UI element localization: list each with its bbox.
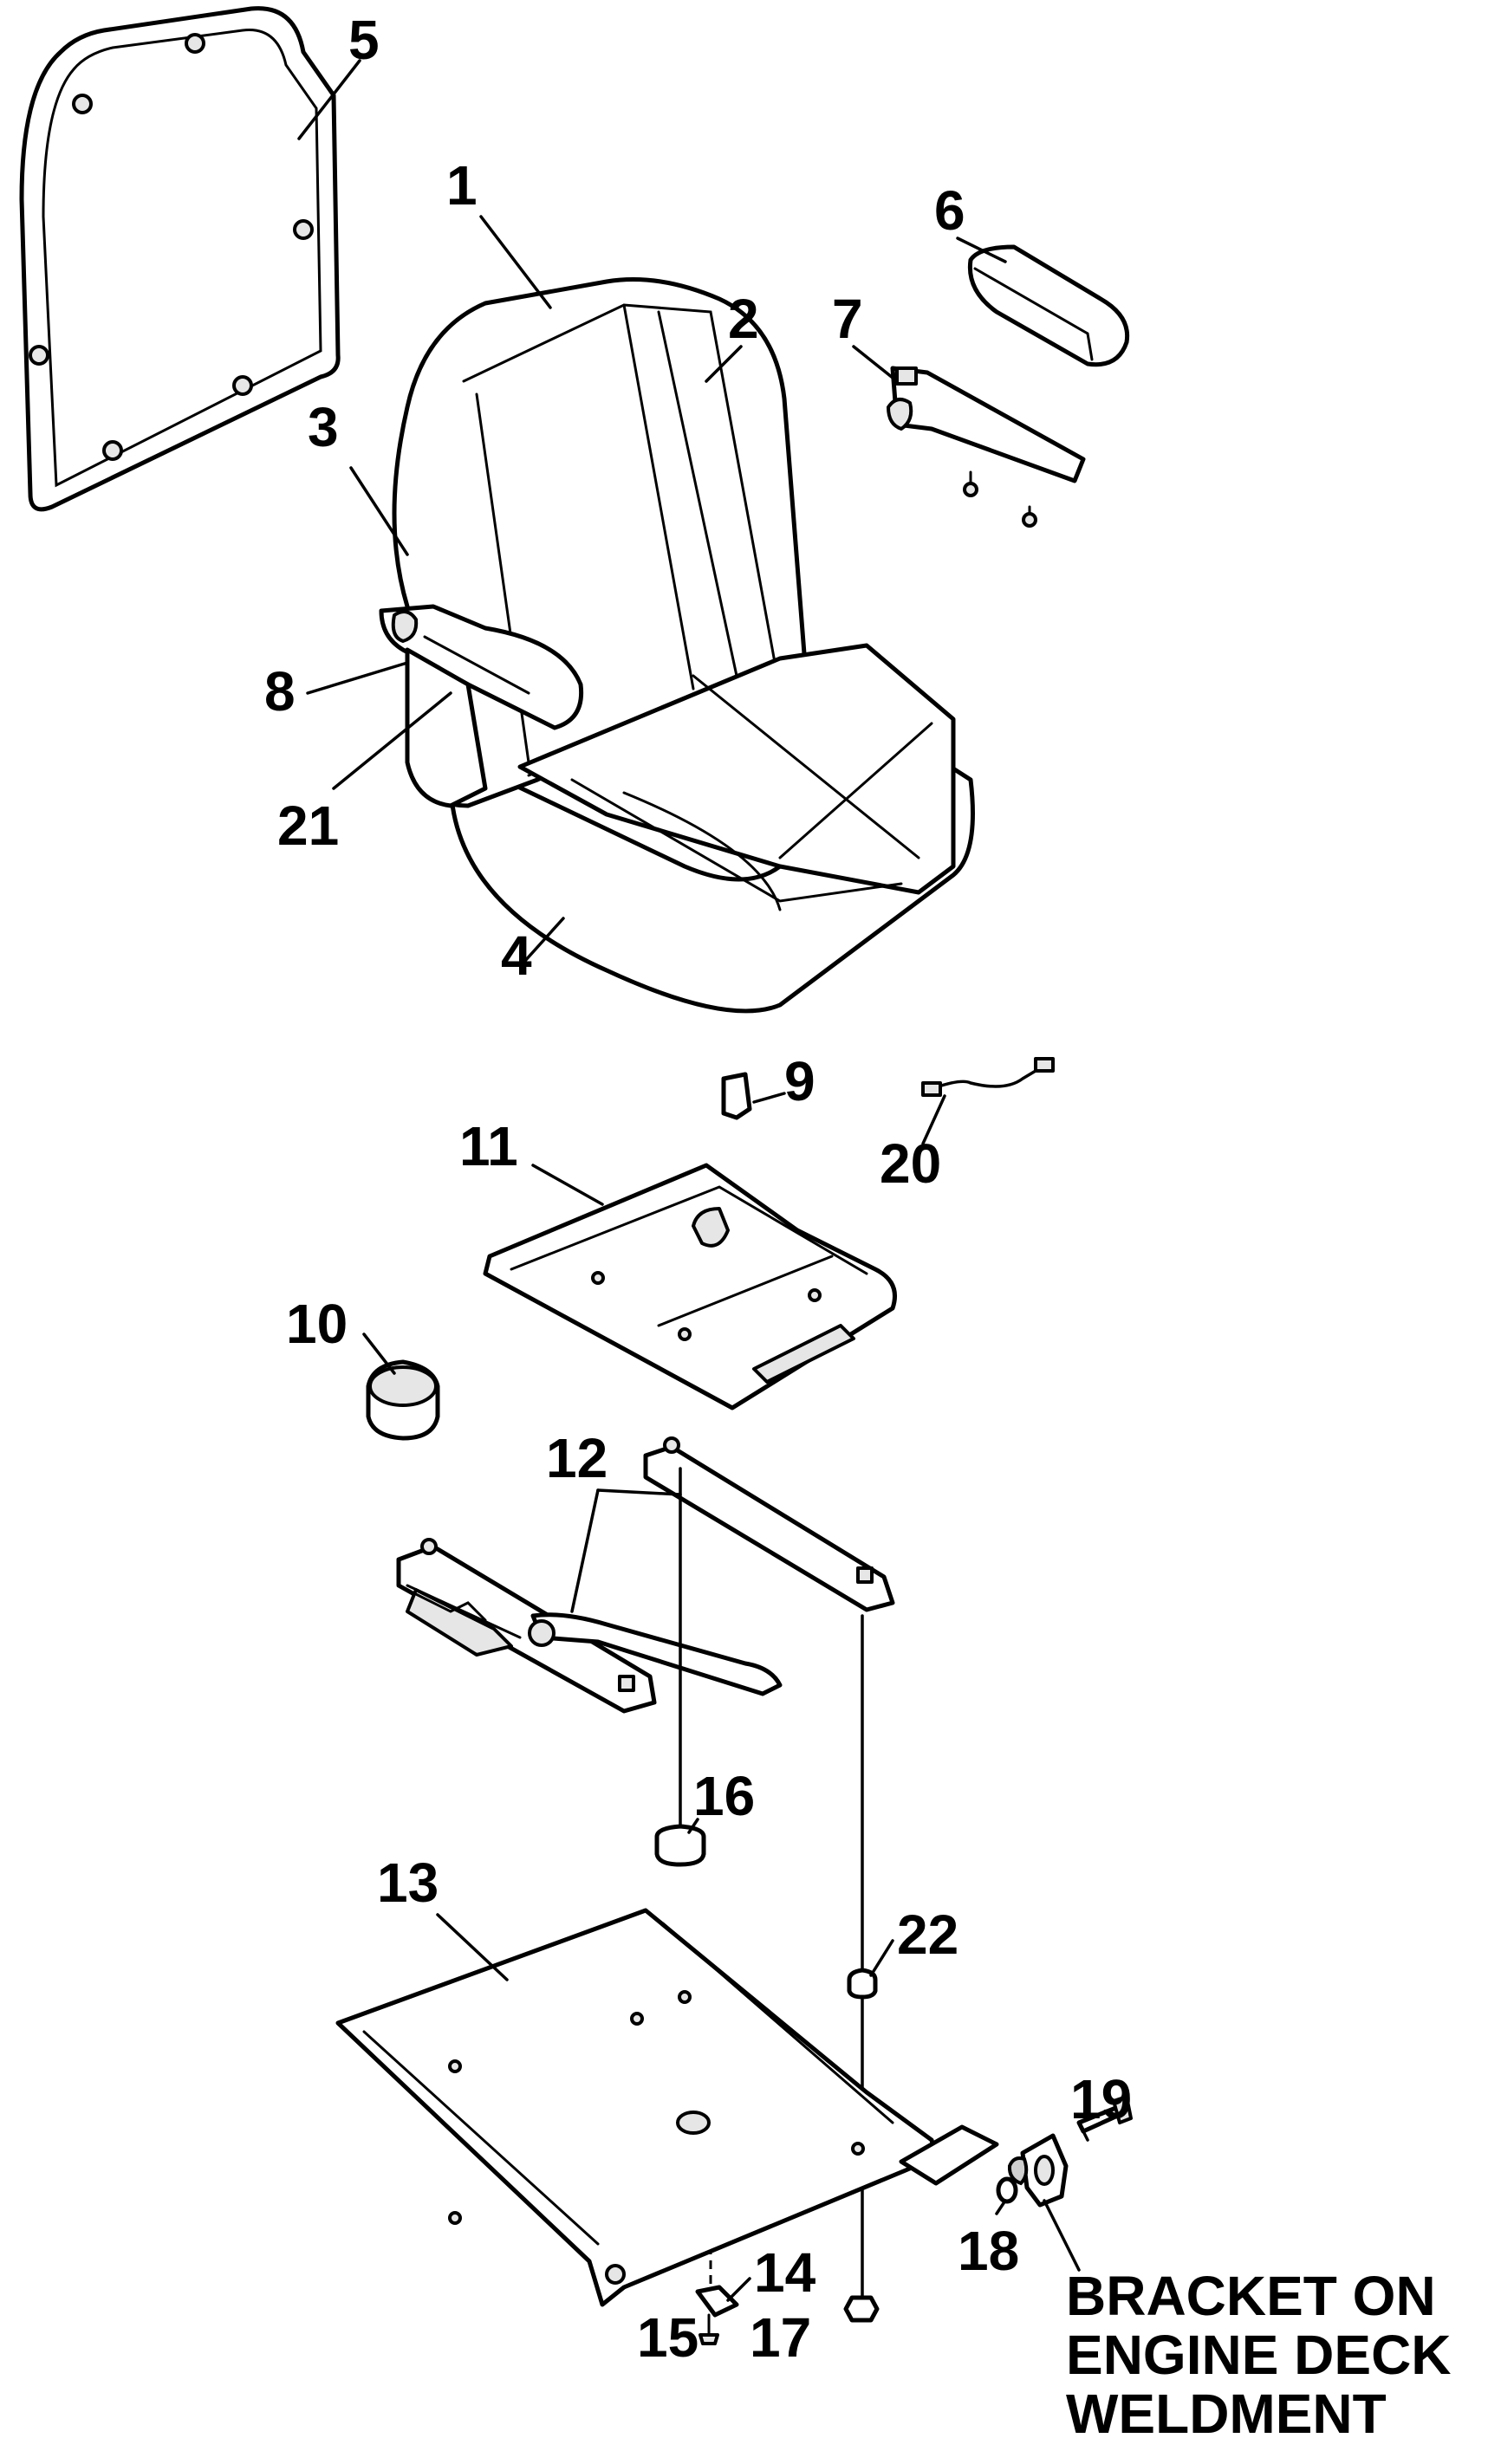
callout-8: 8 — [264, 660, 296, 723]
part-18-washer — [996, 2176, 1018, 2204]
part-6-armrest-pad — [967, 244, 1130, 367]
part-15-screw — [699, 2313, 719, 2345]
part-14-clip — [695, 2285, 739, 2318]
part-16-spacer — [654, 1824, 706, 1867]
note-line-2: ENGINE DECK — [1066, 2324, 1452, 2386]
callout-18: 18 — [958, 2220, 1019, 2282]
callout-15: 15 — [637, 2306, 699, 2369]
callout-5: 5 — [348, 9, 380, 71]
part-17-nut — [843, 2295, 880, 2323]
callout-16: 16 — [693, 1765, 755, 1827]
callout-4: 4 — [501, 924, 532, 987]
callout-6: 6 — [934, 179, 965, 242]
callout-7: 7 — [832, 288, 863, 350]
part-11-seat-plate — [483, 1163, 897, 1410]
part-9-clip — [721, 1072, 752, 1120]
callout-17: 17 — [750, 2306, 811, 2369]
part-5-back-panel — [19, 6, 341, 512]
part-12-slide-rails — [396, 1436, 895, 1714]
part-20-wire-harness — [921, 1057, 1055, 1097]
leader-lines — [297, 59, 1089, 2302]
note-line-1: BRACKET ON — [1066, 2265, 1436, 2327]
callout-13: 13 — [377, 1851, 439, 1914]
callout-21: 21 — [277, 794, 339, 857]
engine-deck-bracket — [899, 2124, 1069, 2208]
callout-10: 10 — [286, 1293, 348, 1355]
callout-labels: 5 1 2 3 6 7 8 21 4 9 20 11 10 12 16 13 2… — [264, 9, 1132, 2369]
part-7-armrest-bracket — [887, 366, 1086, 528]
part-13-base-plate — [335, 1908, 939, 2307]
callout-9: 9 — [784, 1050, 815, 1112]
part-10-bushing — [366, 1359, 440, 1441]
callout-1: 1 — [446, 154, 478, 217]
callout-11: 11 — [459, 1115, 518, 1177]
note-line-3: WELDMENT — [1066, 2383, 1387, 2445]
callout-22: 22 — [897, 1903, 958, 1966]
callout-12: 12 — [546, 1427, 608, 1489]
callout-14: 14 — [754, 2241, 816, 2304]
bracket-note: BRACKET ON ENGINE DECK WELDMENT — [1066, 2265, 1452, 2445]
callout-3: 3 — [308, 396, 339, 458]
callout-20: 20 — [880, 1132, 941, 1195]
callout-2: 2 — [728, 288, 759, 350]
part-22-nut — [847, 1968, 878, 2000]
seat-assembly — [379, 277, 975, 1014]
callout-19: 19 — [1070, 2068, 1132, 2130]
